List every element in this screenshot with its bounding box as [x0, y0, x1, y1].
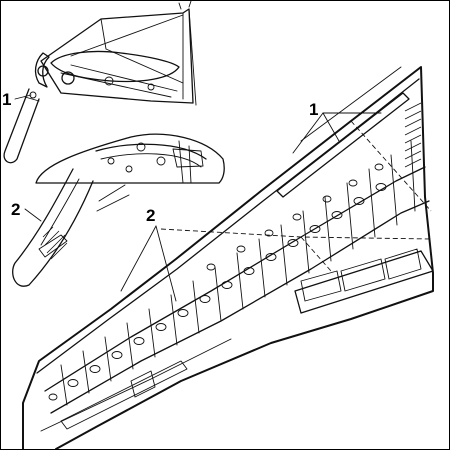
callout-label-2: 2 [146, 206, 156, 225]
callout-label-2: 2 [11, 200, 21, 219]
wing-planform [22, 66, 434, 449]
callout-label-1: 1 [2, 90, 12, 109]
leader-lines [14, 94, 382, 302]
callout-label-1: 1 [309, 100, 319, 119]
hinge-mechanism-detail [3, 1, 197, 164]
flap-track-section-detail [12, 133, 225, 287]
